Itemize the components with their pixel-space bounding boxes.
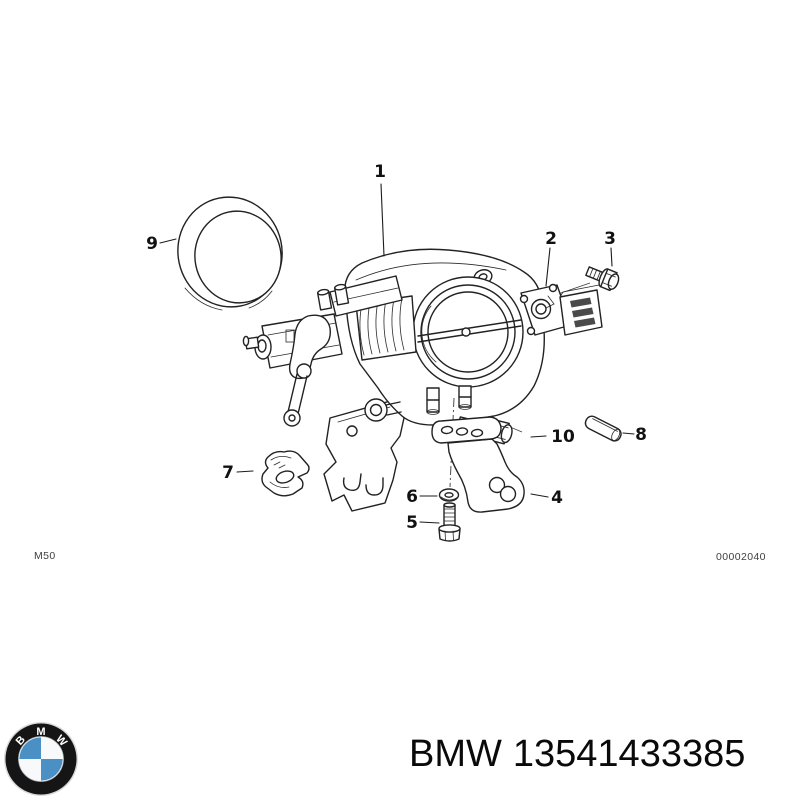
callout-6: 6 xyxy=(406,487,418,507)
upper-bracket-drawing xyxy=(316,275,403,317)
part-number-text: 13541433385 xyxy=(512,733,746,775)
engine-code-text: M50 xyxy=(34,550,56,562)
leader-2 xyxy=(545,247,551,287)
leader-9 xyxy=(159,238,177,244)
callout-8: 8 xyxy=(635,425,647,445)
mounting-bracket-drawing xyxy=(323,399,405,512)
roundel-letter-m: M xyxy=(36,726,45,738)
throttle-shaft-drawing xyxy=(417,319,522,343)
studs-drawing xyxy=(426,385,472,415)
part-1-throttle-body-drawing xyxy=(242,248,545,512)
roundel-quadrant-br xyxy=(41,759,63,781)
leader-3 xyxy=(610,247,613,267)
part-5-bolt-drawing xyxy=(438,502,461,542)
leader-4 xyxy=(530,493,549,498)
drawing-number-text: 00002040 xyxy=(716,551,766,563)
leader-8 xyxy=(622,432,635,435)
callout-5: 5 xyxy=(406,513,418,533)
bmw-logo: B M W xyxy=(3,721,79,797)
bellcrank-drawing xyxy=(364,398,402,422)
part-7-clip-drawing xyxy=(261,450,310,497)
diagram-canvas: 1 2 3 4 5 6 7 8 9 10 M50 00002040 xyxy=(34,162,766,563)
callout-4: 4 xyxy=(551,488,563,508)
leader-1 xyxy=(380,183,385,257)
callout-2: 2 xyxy=(545,229,557,249)
callout-10: 10 xyxy=(551,427,575,447)
roundel-quadrant-bl xyxy=(19,759,41,781)
part-4-bracket-drawing xyxy=(431,397,525,513)
part-9-ring-drawing xyxy=(177,196,283,311)
callout-7: 7 xyxy=(222,463,234,483)
leader-lines xyxy=(159,183,635,524)
callouts: 1 2 3 4 5 6 7 8 9 10 xyxy=(146,162,647,533)
part-8-pin-drawing xyxy=(584,415,622,442)
leader-5 xyxy=(419,521,440,524)
part-3-bolt-drawing xyxy=(585,266,620,292)
part-2-sensor-drawing xyxy=(519,283,603,336)
linkage-drawing xyxy=(283,314,331,427)
leader-7 xyxy=(236,470,254,473)
callout-3: 3 xyxy=(604,229,616,249)
callout-9: 9 xyxy=(146,234,158,254)
leader-10 xyxy=(530,435,547,438)
part-6-washer-drawing xyxy=(438,488,460,502)
brand-text: BMW xyxy=(409,733,502,775)
roundel-quadrant-tl xyxy=(19,737,41,759)
roundel-quadrant-tr xyxy=(41,737,63,759)
callout-1: 1 xyxy=(374,162,386,182)
